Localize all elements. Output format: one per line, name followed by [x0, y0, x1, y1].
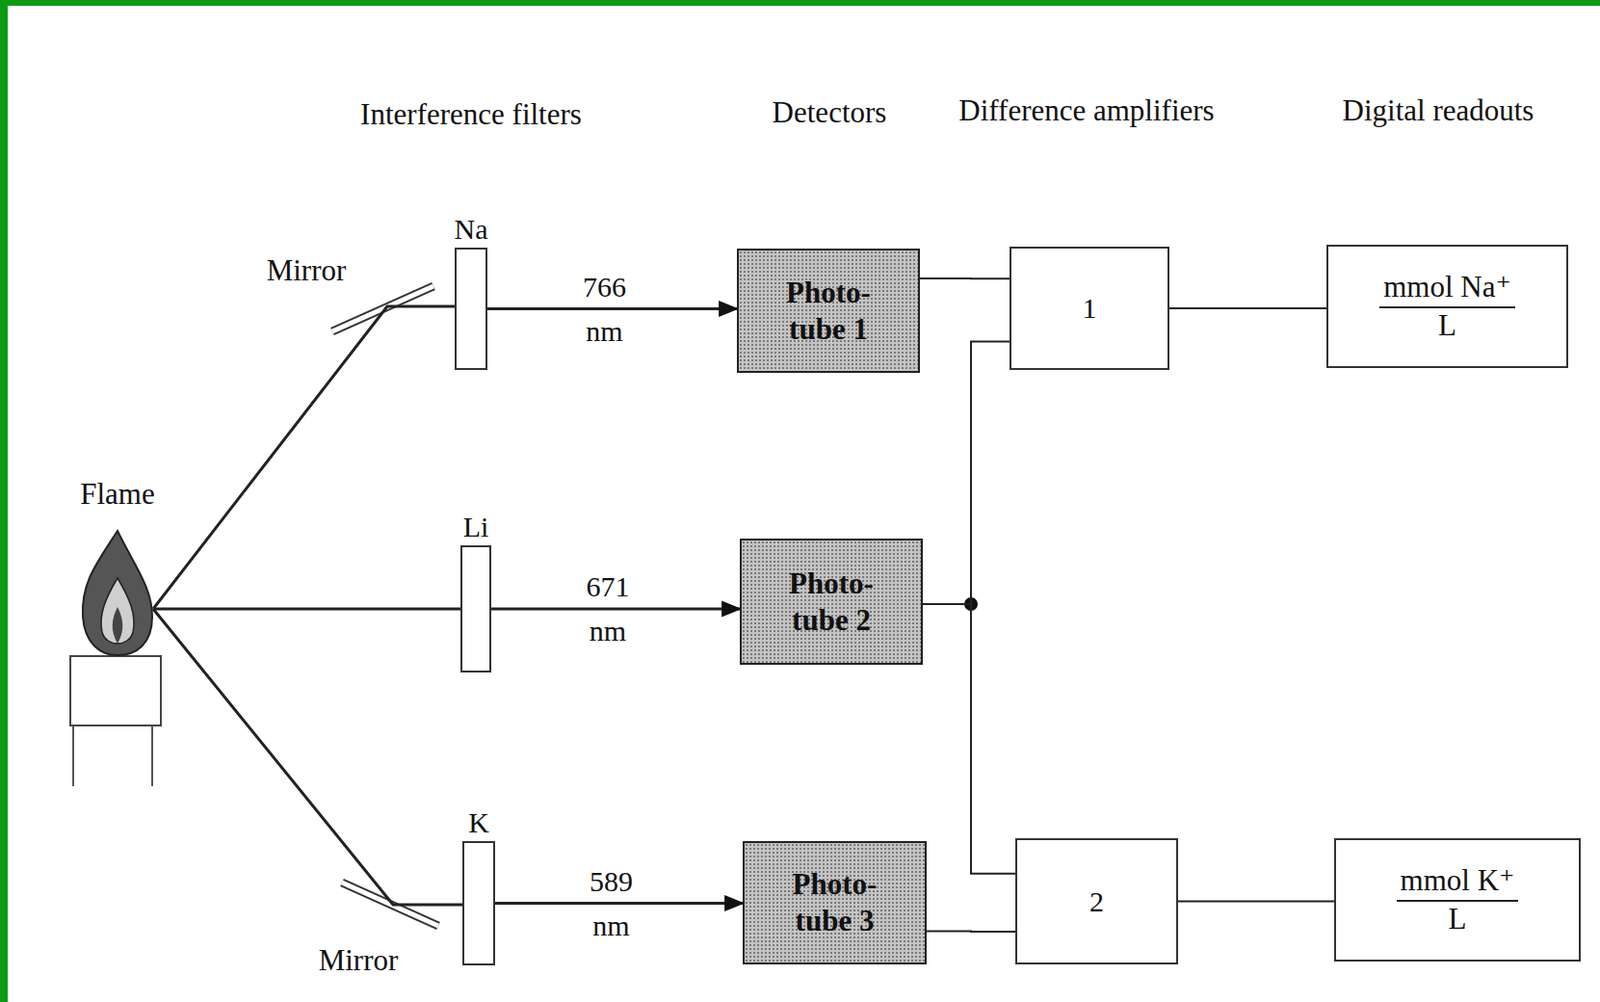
wavelength-label: 766 nm: [571, 264, 639, 354]
interference-filter: Na: [454, 247, 488, 370]
readout-numerator: mmol K⁺: [1396, 863, 1520, 902]
light-beam: [153, 306, 455, 609]
light-beam-arrow: [495, 901, 743, 905]
burner-body: [70, 655, 161, 726]
digital-readout: mmol Na⁺L: [1326, 244, 1569, 368]
node-text: 2: [1089, 885, 1104, 919]
flame-outer: [82, 530, 153, 656]
light-beam-arrow: [491, 607, 740, 611]
interference-filter: K: [462, 840, 496, 966]
node-text: Photo- tube 1: [770, 274, 887, 348]
filter-label: K: [468, 806, 490, 840]
mirror-label: Mirror: [290, 942, 426, 979]
difference-amplifier: 1: [1009, 246, 1170, 370]
mirror: [332, 286, 434, 332]
mirror: [332, 286, 434, 332]
column-heading: Interference filters: [345, 96, 597, 133]
signal-wire: [919, 277, 1010, 280]
node-text: Photo- tube 2: [773, 565, 890, 639]
signal-wire: [1169, 307, 1327, 310]
flame-inner: [101, 577, 134, 644]
burner-leg: [72, 725, 75, 787]
wavelength-label: 589 nm: [577, 859, 646, 948]
column-heading: Difference amplifiers: [956, 92, 1217, 130]
burner-leg: [151, 725, 154, 787]
interference-filter: Li: [460, 545, 492, 673]
signal-wire: [926, 929, 1016, 933]
node-text: Photo- tube 3: [777, 865, 893, 940]
flame-core: [112, 606, 124, 644]
phototube-detector: Photo- tube 2: [739, 538, 923, 665]
readout-denominator: L: [1448, 901, 1468, 937]
light-beam: [153, 608, 463, 905]
frame-bar: [0, 0, 8, 1002]
light-beam: [153, 607, 461, 611]
phototube-detector: Photo- tube 3: [742, 840, 927, 965]
column-heading: Detectors: [713, 94, 945, 132]
node-text: 1: [1082, 291, 1098, 325]
readout-numerator: mmol Na⁺: [1379, 269, 1516, 309]
frame-bar: [0, 0, 1600, 6]
column-heading: Digital readouts: [1332, 92, 1545, 130]
filter-label: Na: [454, 212, 489, 246]
signal-wire: [922, 341, 1010, 605]
mirror-label: Mirror: [238, 252, 374, 289]
phototube-detector: Photo- tube 1: [736, 248, 920, 373]
difference-amplifier: 2: [1015, 838, 1179, 965]
wavelength-label: 671 nm: [574, 564, 642, 654]
light-beam-arrow: [487, 307, 737, 311]
flame-label: Flame: [50, 475, 185, 513]
signal-wire: [1178, 900, 1335, 903]
filter-label: Li: [463, 510, 490, 544]
digital-readout: mmol K⁺L: [1334, 838, 1581, 962]
readout-denominator: L: [1438, 308, 1457, 343]
signal-wire: [922, 603, 1016, 874]
